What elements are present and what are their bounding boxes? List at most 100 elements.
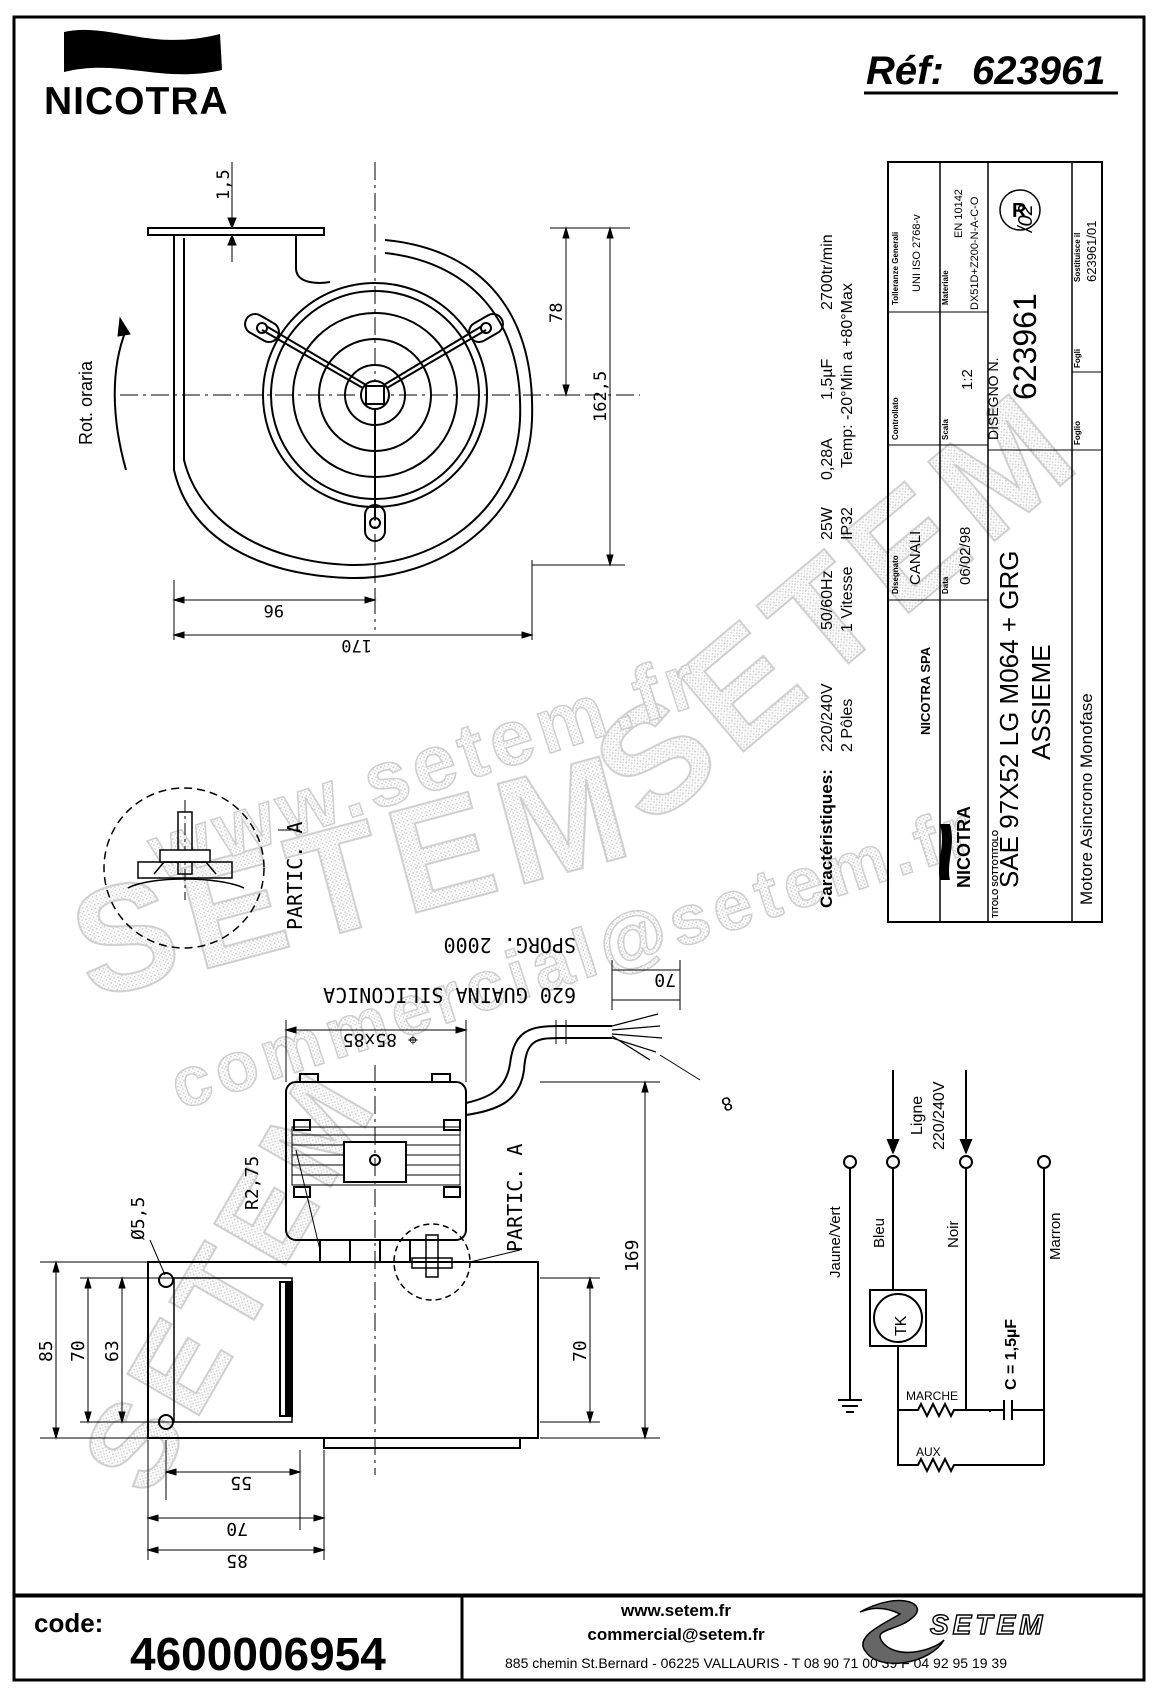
- rotation-label: Rot. oraria: [76, 360, 96, 445]
- disegno-value: 623961: [1007, 293, 1043, 400]
- motor-subtitle: Motore Asincrono Monofase: [1077, 693, 1096, 905]
- footer-website: www.setem.fr: [620, 1601, 731, 1620]
- controllato-label: Controllato: [891, 397, 900, 440]
- code-value: 4600006954: [130, 1628, 386, 1680]
- dim-55: 55: [230, 1472, 252, 1493]
- front-view: [120, 162, 640, 630]
- tolleranze-value: UNI ISO 2768-v: [911, 214, 923, 292]
- ligne-label: Ligne: [909, 1096, 926, 1135]
- specs-title: Caractéristiques:: [817, 769, 836, 908]
- dim-96: 96: [264, 600, 284, 620]
- nicotra-logo-text: NICOTRA: [44, 80, 229, 123]
- setem-logo: SETEM: [859, 1599, 1046, 1665]
- spec-poles: 2 Pôles: [839, 699, 856, 752]
- spec-temp: Temp: -20°Min a +80°Max: [839, 283, 856, 468]
- spec-current: 0,28A: [819, 438, 836, 480]
- spec-power: 25W: [819, 506, 836, 540]
- detail-a: [103, 787, 265, 949]
- spec-frequency: 50/60Hz: [819, 570, 836, 630]
- disegnato-value: CANALI: [907, 531, 924, 585]
- title-block-logo: NICOTRA: [939, 806, 974, 888]
- side-view: [147, 1013, 663, 1475]
- wire-noir: Noir: [945, 1220, 962, 1248]
- sporg-label: SPORG. 2000: [444, 933, 576, 957]
- setem-logo-text: SETEM: [930, 1609, 1046, 1640]
- ref-label: Réf:: [866, 49, 944, 93]
- dim-70-cable: 70: [654, 969, 676, 990]
- spec-speed: 2700tr/min: [819, 234, 836, 310]
- foglio-label: Foglio: [1073, 421, 1082, 445]
- front-view-dimensions: [113, 162, 630, 640]
- wire-jaune-vert: Jaune/Vert: [827, 1205, 844, 1278]
- data-label: Data: [941, 576, 950, 594]
- svg-text:R: R: [1012, 200, 1027, 222]
- aux-label: AUX: [916, 1445, 941, 1459]
- titolo-label: TITOLO SOTTOTITOLO: [991, 830, 1000, 918]
- sostituisce-value: 623961/01: [1084, 221, 1099, 282]
- fogli-label: Fogli: [1073, 349, 1082, 368]
- sostituisce-label: Sostituisce il: [1073, 233, 1082, 282]
- title-block-brand: NICOTRA: [954, 806, 974, 888]
- watermark: SETEM SETEM SETEM www.setem.fr commercia…: [54, 354, 1114, 1514]
- disegno-label: DISEGNO N.: [985, 358, 1001, 440]
- ref-value: 623961: [972, 49, 1105, 93]
- data-value: 06/02/98: [957, 527, 974, 585]
- reference-block: Réf: 623961: [864, 49, 1118, 95]
- dim-63: 63: [102, 1340, 123, 1362]
- detail-a-label-top: PARTIC. A: [283, 822, 307, 930]
- dim-d5-5: Ø5,5: [128, 1197, 149, 1240]
- side-view-dimensions: [40, 960, 701, 1560]
- marche-label: MARCHE: [906, 1389, 958, 1403]
- dim-85x85: ⌖ 85x85: [343, 1029, 418, 1050]
- nicotra-spa: NICOTRA SPA: [918, 646, 933, 735]
- materiale-value: DX51D+Z200-N-A-C-O: [969, 196, 981, 310]
- titolo-value: SAE 97X52 LG M064 + GRG: [994, 551, 1024, 888]
- spec-voltage: 220/240V: [819, 683, 836, 752]
- wire-bleu: Bleu: [871, 1218, 888, 1248]
- nicotra-small-wave-icon: [939, 824, 952, 880]
- spec-ip: IP32: [839, 507, 856, 540]
- dim-78: 78: [547, 303, 567, 323]
- code-label: code:: [34, 1608, 103, 1638]
- spec-speeds: 1 Vitesse: [839, 566, 856, 632]
- setem-swoosh-icon: [859, 1599, 945, 1665]
- registered-mark-icon: R: [999, 189, 1041, 231]
- guaina-label: 620 GUAINA SILICONICA: [323, 983, 576, 1007]
- dim-r2-75: R2,75: [242, 1156, 263, 1210]
- nicotra-logo: NICOTRA: [44, 29, 229, 123]
- dim-70-right: 70: [570, 1340, 591, 1362]
- dim-85-left: 85: [36, 1340, 57, 1362]
- title-block-text: NICOTRA NICOTRA SPA Disegnato CANALI Con…: [891, 189, 1099, 918]
- watermark-setem-2: SETEM: [563, 355, 1113, 854]
- footer-email: commercial@setem.fr: [587, 1625, 765, 1644]
- nicotra-logo-wave-icon: [64, 29, 222, 75]
- scala-label: Scala: [941, 419, 950, 440]
- voltage-label: 220/240V: [931, 1081, 948, 1150]
- materiale-label: Materiale: [941, 270, 950, 305]
- wire-marron: Marron: [1047, 1212, 1064, 1260]
- disegnato-label: Disegnato: [891, 555, 900, 594]
- dim-162-5: 162,5: [591, 371, 611, 422]
- footer-address: 885 chemin St.Bernard - 06225 VALLAURIS …: [505, 1655, 1007, 1671]
- dim-169: 169: [622, 1239, 643, 1272]
- watermark-setem-3: SETEM: [56, 1045, 404, 1513]
- wiring-labels: Ligne 220/240V Jaune/Vert Bleu Noir Marr…: [827, 1081, 1064, 1459]
- en-value: EN 10142: [953, 189, 965, 238]
- footer-border: [12, 1594, 1146, 1682]
- dim-85-bottom: 85: [226, 1550, 248, 1571]
- dim-70-left: 70: [68, 1340, 89, 1362]
- tk-label: TK: [893, 1315, 910, 1336]
- detail-a-label-side: PARTIC. A: [503, 1144, 527, 1252]
- dim-thickness: 1,5: [214, 169, 234, 200]
- sottotitolo-value: ASSIEME: [1026, 644, 1056, 760]
- tolleranze-label: Tolleranze Generali: [891, 232, 900, 305]
- dim-8: 8: [718, 1091, 735, 1114]
- capacitor-label: C = 1,5µF: [1003, 1319, 1020, 1390]
- wiring-diagram: [838, 1070, 1051, 1474]
- characteristics: Caractéristiques: 220/240V 50/60Hz 25W 0…: [817, 234, 856, 908]
- spec-capacitor: 1,5µF: [819, 359, 836, 400]
- dim-170: 170: [341, 635, 372, 655]
- dim-70-bottom: 70: [226, 1518, 248, 1539]
- scala-value: 1:2: [959, 369, 976, 390]
